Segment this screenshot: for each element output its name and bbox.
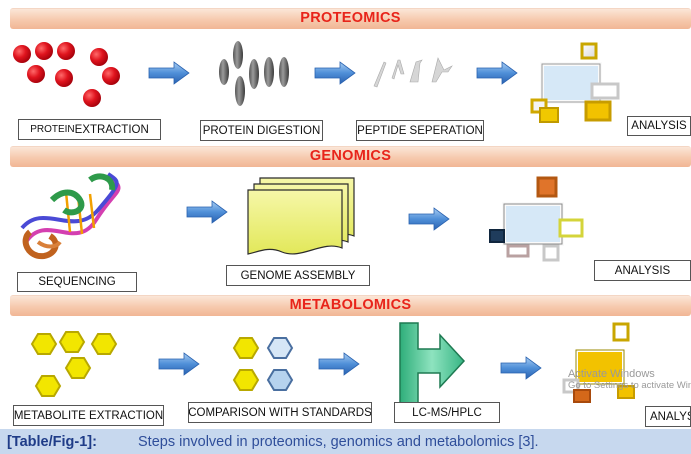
analysis-frames-icon: [562, 322, 635, 403]
arrow-icon: [158, 352, 200, 376]
genome-documents-icon: [247, 177, 355, 255]
genome-assembly-label: GENOME ASSEMBLY: [226, 265, 370, 286]
protein-word: PROTEIN: [30, 124, 75, 135]
figure-caption: [Table/Fig-1]: Steps involved in proteom…: [0, 429, 691, 454]
arrow-icon: [318, 352, 360, 376]
proteomics-analysis-label: ANALYSIS: [627, 116, 691, 136]
peptide-icon: [373, 57, 453, 88]
arrow-icon: [314, 61, 356, 85]
protein-fragments-icon: [219, 41, 289, 106]
proteomics-banner: PROTEOMICS: [10, 8, 691, 29]
comparison-with-standards-label: COMPARISON WITH STANDARDS: [188, 402, 372, 423]
arrow-icon: [148, 61, 190, 85]
genomics-banner: GENOMICS: [10, 146, 691, 167]
watermark-line2: Go to Settings to activate Windo: [568, 380, 691, 391]
arrow-icon: [186, 200, 228, 224]
metabolite-extraction-label: METABOLITE EXTRACTION: [13, 405, 164, 426]
genomics-analysis-label: ANALYSIS: [594, 260, 691, 281]
watermark-line1: Activate Windows: [568, 368, 655, 380]
metabolite-hexagons-icon: [30, 331, 118, 397]
comparison-hexagons-icon: [232, 337, 294, 391]
arrow-icon: [476, 61, 518, 85]
analysis-frames-icon: [530, 42, 620, 123]
arrow-icon: [500, 356, 542, 380]
metabolomics-analysis-label: ANALYSI: [645, 406, 691, 427]
arrow-icon: [408, 207, 450, 231]
lc-ms-hplc-label: LC-MS/HPLC: [394, 402, 500, 423]
genomics-title: GENOMICS: [309, 148, 392, 164]
extraction-word: EXTRACTION: [74, 123, 149, 136]
sequencing-label: SEQUENCING: [17, 272, 137, 292]
protein-spheres-icon: [13, 42, 120, 107]
peptide-separation-label: PEPTIDE SEPERATION: [356, 120, 484, 141]
caption-label: [Table/Fig-1]:: [7, 434, 97, 450]
dna-structure-icon: [20, 172, 121, 260]
metabolomics-title: METABOLOMICS: [289, 297, 412, 313]
metabolomics-banner: METABOLOMICS: [10, 295, 691, 316]
protein-digestion-label: PROTEIN DIGESTION: [200, 120, 323, 141]
lc-ms-instrument-icon: [399, 322, 466, 404]
proteomics-title: PROTEOMICS: [300, 10, 401, 26]
caption-text: Steps involved in proteomics, genomics a…: [138, 434, 539, 450]
analysis-frames-icon: [489, 176, 584, 262]
